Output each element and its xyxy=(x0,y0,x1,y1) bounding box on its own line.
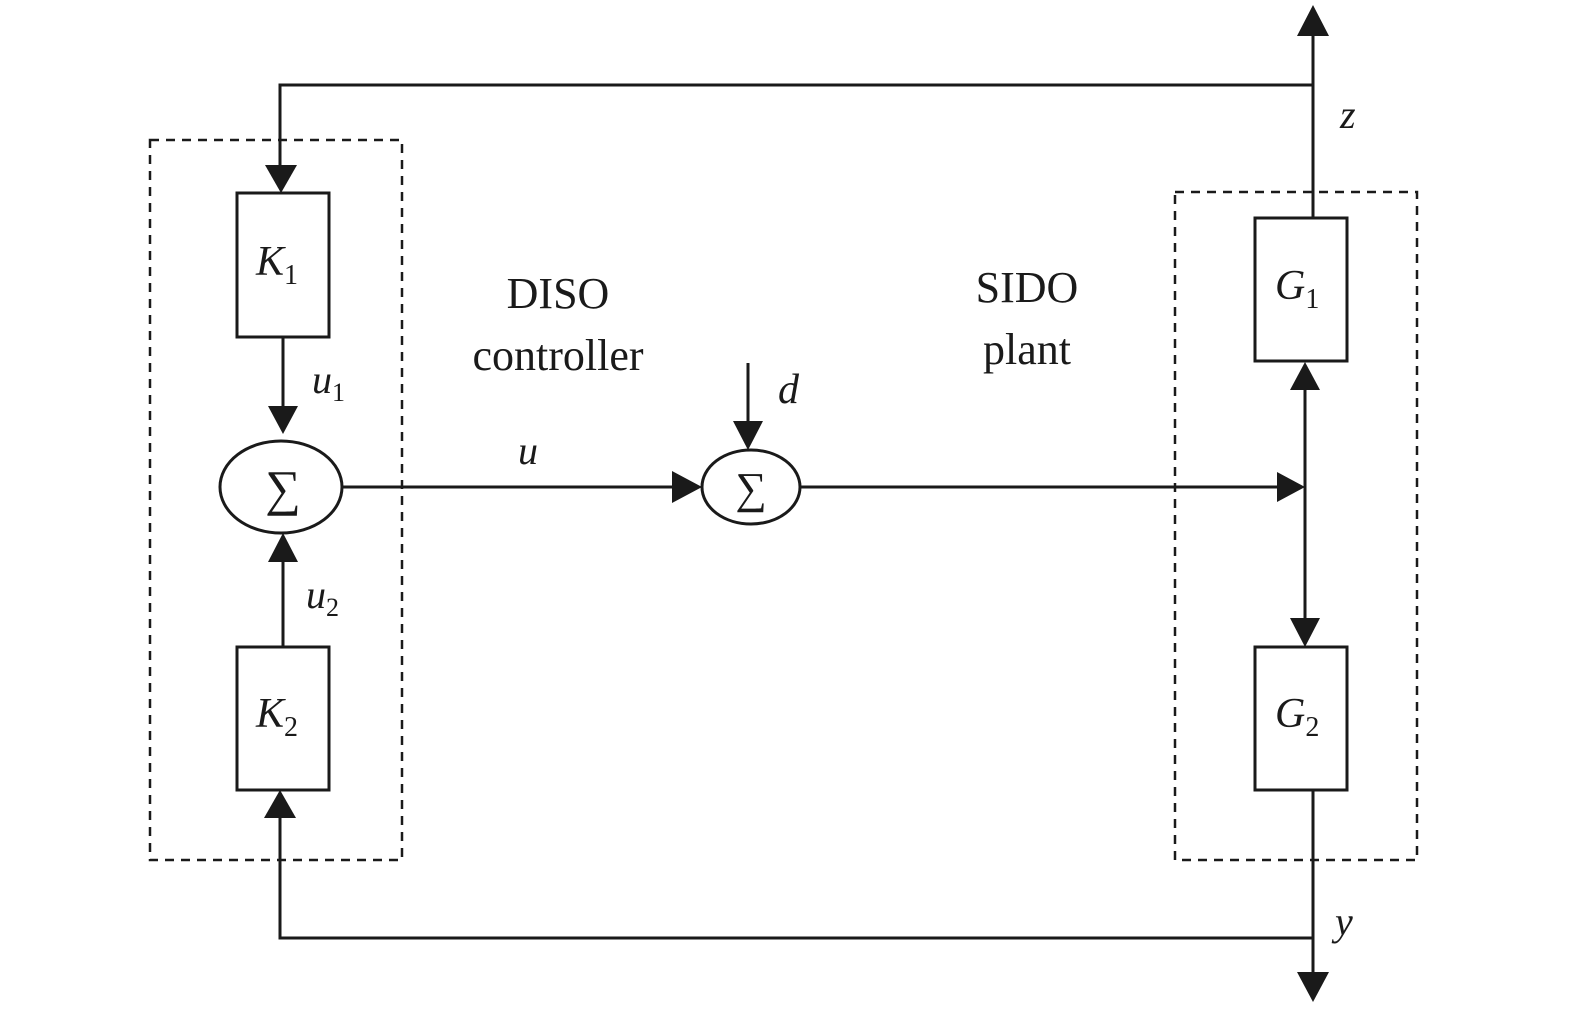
disturbance-sum-ellipse xyxy=(700,448,802,526)
k1-label: K1 xyxy=(255,239,298,291)
k1-block: K1 xyxy=(235,191,331,339)
arrowhead-into-k1 xyxy=(265,165,297,193)
arrowhead-into-k2 xyxy=(264,790,296,818)
g2-block: G2 xyxy=(1253,645,1349,792)
controller-sum-ellipse xyxy=(218,439,344,535)
plant-title-line2: plant xyxy=(983,325,1071,374)
arrowhead-z-out xyxy=(1297,5,1329,36)
arrowhead-y-out xyxy=(1297,972,1329,1002)
signal-u-label: u xyxy=(518,428,538,473)
arrowheads xyxy=(264,5,1329,1002)
signal-d-label: d xyxy=(778,367,800,413)
arrowhead-into-plant xyxy=(1277,472,1305,502)
disturbance-sum-symbol: ∑ xyxy=(735,464,766,513)
k2-block: K2 xyxy=(235,645,331,792)
plant-title-line1: SIDO xyxy=(976,263,1079,312)
z-feedback-line xyxy=(278,83,1315,220)
arrowhead-into-sum-d xyxy=(672,471,702,503)
arrowhead-into-sum-top xyxy=(268,406,298,434)
k2-label: K2 xyxy=(255,691,298,743)
controller-group-frame xyxy=(148,138,404,862)
arrowhead-d-into-sum xyxy=(733,421,763,450)
k2-box xyxy=(235,645,331,792)
signal-u1-label: u1 xyxy=(312,357,345,407)
g1-label: G1 xyxy=(1275,263,1319,315)
g2-label: G2 xyxy=(1275,691,1319,743)
plant-group-frame xyxy=(1173,190,1419,862)
g1-box xyxy=(1253,216,1349,363)
controller-sum-symbol: ∑ xyxy=(265,460,301,516)
arrowhead-into-g1 xyxy=(1290,362,1320,390)
k1-box xyxy=(235,191,331,339)
signal-y-label: y xyxy=(1331,899,1353,944)
controller-summing-junction: ∑ xyxy=(218,439,344,535)
disturbance-summing-junction: ∑ xyxy=(700,448,802,526)
controller-title-line2: controller xyxy=(472,331,643,380)
signal-lines xyxy=(278,30,1315,978)
arrowhead-into-g2 xyxy=(1290,618,1320,647)
controller-title-line1: DISO xyxy=(507,269,610,318)
arrowhead-into-sum-bottom xyxy=(268,533,298,562)
signal-z-label: z xyxy=(1339,92,1356,137)
g1-block: G1 xyxy=(1253,216,1349,363)
y-feedback-line xyxy=(278,815,1313,940)
signal-u2-label: u2 xyxy=(306,572,339,622)
g2-box xyxy=(1253,645,1349,792)
